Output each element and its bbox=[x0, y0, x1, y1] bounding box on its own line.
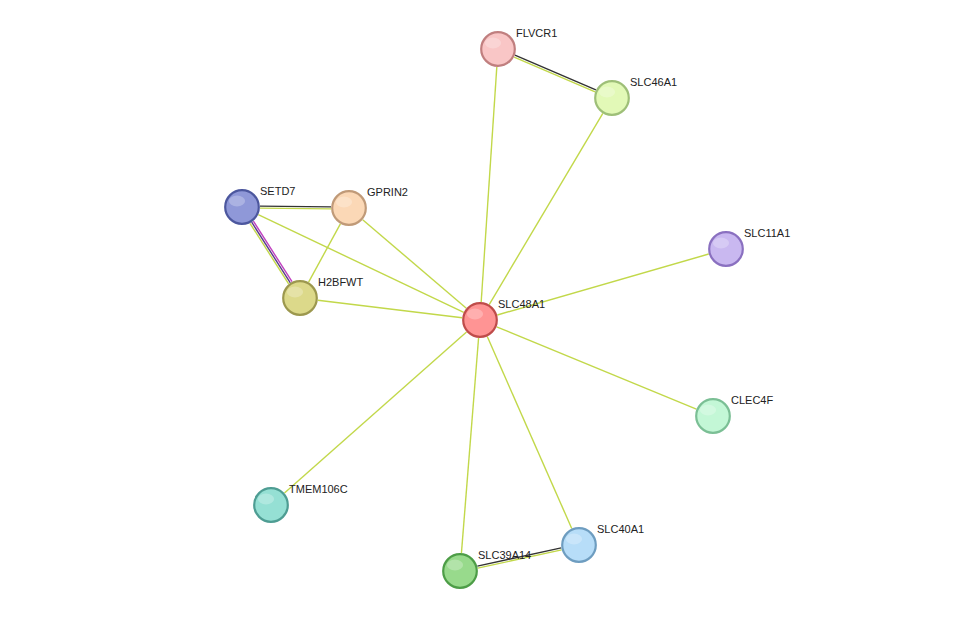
edge-strand bbox=[461, 338, 478, 553]
protein-label: GPRIN2 bbox=[367, 186, 408, 199]
interaction-edge bbox=[489, 113, 603, 304]
node-shape bbox=[463, 303, 497, 337]
edge-strand bbox=[253, 221, 292, 282]
node-highlight bbox=[485, 38, 501, 49]
edge-strand bbox=[309, 224, 341, 282]
node-shape bbox=[481, 32, 515, 66]
protein-node: H2BFWT bbox=[282, 280, 318, 316]
interaction-edge bbox=[260, 206, 331, 209]
protein-node: TMEM106C bbox=[253, 487, 289, 523]
edge-strand bbox=[363, 220, 467, 309]
interaction-edge bbox=[363, 220, 467, 309]
interaction-edge bbox=[284, 332, 466, 493]
protein-label: SLC39A14 bbox=[478, 549, 531, 562]
protein-node: SLC46A1 bbox=[594, 80, 630, 116]
node-circle bbox=[695, 398, 731, 434]
node-highlight bbox=[287, 287, 303, 298]
edge-strand bbox=[260, 205, 331, 207]
protein-node: SLC39A14 bbox=[442, 553, 478, 589]
protein-node: SLC40A1 bbox=[561, 527, 597, 563]
edge-strand bbox=[514, 57, 595, 92]
interaction-edge bbox=[250, 221, 292, 284]
edge-strand bbox=[252, 222, 291, 283]
node-shape bbox=[225, 190, 259, 224]
node-shape bbox=[709, 232, 743, 266]
interaction-edge bbox=[461, 338, 478, 553]
protein-label: SLC48A1 bbox=[498, 298, 545, 311]
node-circle bbox=[594, 80, 630, 116]
node-circle bbox=[224, 189, 260, 225]
edge-strand bbox=[477, 548, 561, 566]
interaction-edge bbox=[487, 336, 572, 528]
edge-strand bbox=[489, 113, 603, 304]
edge-strand bbox=[478, 550, 562, 568]
node-highlight bbox=[258, 494, 274, 505]
protein-node: SETD7 bbox=[224, 189, 260, 225]
protein-label: H2BFWT bbox=[318, 276, 363, 289]
node-circle bbox=[462, 302, 498, 338]
protein-node: GPRIN2 bbox=[331, 190, 367, 226]
edge-strand bbox=[487, 336, 572, 528]
node-circle bbox=[561, 527, 597, 563]
node-circle bbox=[331, 190, 367, 226]
node-shape bbox=[562, 528, 596, 562]
node-highlight bbox=[713, 238, 729, 249]
protein-label: SLC11A1 bbox=[744, 227, 790, 240]
node-shape bbox=[696, 399, 730, 433]
protein-node: FLVCR1 bbox=[480, 31, 516, 67]
node-shape bbox=[283, 281, 317, 315]
edge-strand bbox=[318, 300, 462, 318]
node-circle bbox=[708, 231, 744, 267]
edge-strand bbox=[260, 207, 331, 209]
node-highlight bbox=[566, 534, 582, 545]
protein-label: SLC40A1 bbox=[597, 523, 644, 536]
edge-strand bbox=[515, 55, 596, 90]
node-highlight bbox=[229, 196, 245, 207]
protein-label: SETD7 bbox=[260, 185, 295, 198]
protein-label: TMEM106C bbox=[289, 483, 348, 496]
protein-node: SLC48A1 bbox=[462, 302, 498, 338]
node-shape bbox=[254, 488, 288, 522]
node-circle bbox=[442, 553, 478, 589]
node-shape bbox=[332, 191, 366, 225]
interaction-edge bbox=[481, 67, 497, 302]
node-highlight bbox=[336, 197, 352, 208]
edge-strand bbox=[497, 327, 697, 409]
protein-node: SLC11A1 bbox=[708, 231, 744, 267]
node-highlight bbox=[700, 405, 716, 416]
interaction-edge bbox=[309, 224, 341, 282]
protein-label: FLVCR1 bbox=[516, 27, 557, 40]
node-circle bbox=[480, 31, 516, 67]
node-highlight bbox=[599, 87, 615, 98]
protein-node: CLEC4F bbox=[695, 398, 731, 434]
edge-strand bbox=[497, 254, 708, 315]
node-shape bbox=[595, 81, 629, 115]
interaction-edge bbox=[497, 254, 708, 315]
interaction-edge bbox=[497, 327, 697, 409]
protein-label: SLC46A1 bbox=[630, 76, 677, 89]
protein-label: CLEC4F bbox=[731, 394, 773, 407]
edge-strand bbox=[284, 332, 466, 493]
node-circle bbox=[282, 280, 318, 316]
node-highlight bbox=[447, 560, 463, 571]
node-highlight bbox=[467, 309, 483, 320]
interaction-edge bbox=[514, 55, 596, 92]
node-shape bbox=[443, 554, 477, 588]
edge-strand bbox=[481, 67, 497, 302]
interaction-edge bbox=[318, 300, 462, 318]
node-circle bbox=[253, 487, 289, 523]
edge-strand bbox=[250, 223, 289, 284]
interaction-edge bbox=[477, 548, 561, 568]
